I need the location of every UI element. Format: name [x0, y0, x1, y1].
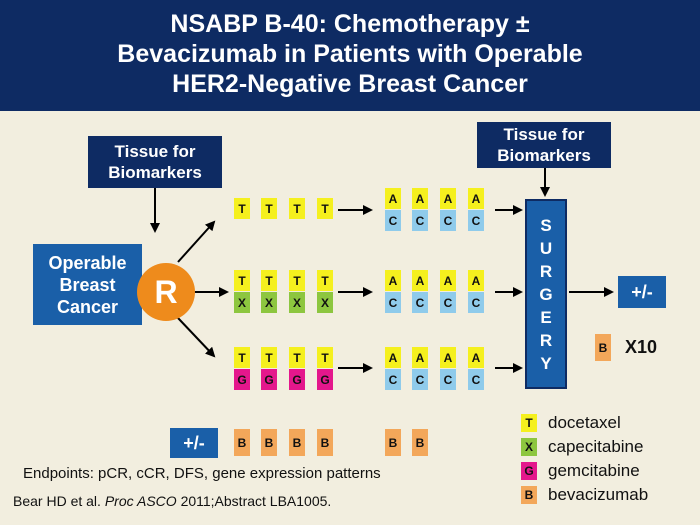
citation-journal: Proc ASCO — [104, 493, 177, 509]
arm2-t-1: T — [234, 270, 250, 291]
arm1-c-3: C — [440, 210, 456, 231]
arm2-c-1: C — [385, 292, 401, 313]
arrow-r-arm1 — [177, 220, 216, 263]
surgery-letter: U — [539, 238, 553, 258]
arm1-t-4: T — [317, 198, 333, 219]
x10-label: X10 — [625, 337, 658, 357]
arm1-t-2: T — [261, 198, 277, 219]
plusminus-bottom-box: +/- — [170, 428, 218, 458]
surgery-letter: S — [540, 215, 552, 235]
arm1-c-1: C — [385, 210, 401, 231]
arm2-a-4: A — [468, 270, 484, 291]
arm3-t-1: T — [234, 347, 250, 368]
tissue-biomarkers-right: Tissue for Biomarkers — [477, 122, 611, 168]
tissue-biomarkers-left: Tissue for Biomarkers — [88, 136, 222, 188]
arm3-t-3: T — [289, 347, 305, 368]
plusminus-right-box: +/- — [618, 276, 666, 308]
legend-swatch: G — [521, 462, 537, 480]
arm1-a-3: A — [440, 188, 456, 209]
arm1-a-1: A — [385, 188, 401, 209]
bev-b-4: B — [317, 429, 333, 456]
arm3-c-2: C — [412, 369, 428, 390]
arm3-c-4: C — [468, 369, 484, 390]
operable-breast-cancer-box: Operable Breast Cancer — [33, 244, 142, 325]
arm2-c-4: C — [468, 292, 484, 313]
arm3-g-2: G — [261, 369, 277, 390]
citation-author: Bear HD et al. — [13, 493, 101, 509]
arm3-a-2: A — [412, 347, 428, 368]
legend-item-docetaxel: T docetaxel — [521, 413, 621, 433]
arm2-t-3: T — [289, 270, 305, 291]
title-banner: NSABP B-40: Chemotherapy ± Bevacizumab i… — [0, 0, 700, 111]
surgery-letter: Y — [540, 353, 552, 373]
arm3-a-4: A — [468, 347, 484, 368]
arm2-a-1: A — [385, 270, 401, 291]
bev-b-1: B — [234, 429, 250, 456]
arm2-c-2: C — [412, 292, 428, 313]
surgery-box: S U R G E R Y — [525, 199, 567, 389]
citation: Bear HD et al. Proc ASCO 2011;Abstract L… — [13, 493, 331, 509]
arm2-x-2: X — [261, 292, 277, 313]
citation-rest: 2011;Abstract LBA1005. — [180, 493, 332, 509]
legend-label: docetaxel — [548, 413, 621, 432]
legend-item-bevacizumab: B bevacizumab — [521, 485, 648, 505]
arm1-t-3: T — [289, 198, 305, 219]
bev-b-5: B — [385, 429, 401, 456]
arm3-t-4: T — [317, 347, 333, 368]
legend-item-gemcitabine: G gemcitabine — [521, 461, 640, 481]
arm3-c-3: C — [440, 369, 456, 390]
surgery-letter: G — [539, 284, 553, 304]
arm2-t-2: T — [261, 270, 277, 291]
arm3-g-1: G — [234, 369, 250, 390]
arm2-t-4: T — [317, 270, 333, 291]
b-x10-square: B — [595, 334, 611, 361]
arm3-a-3: A — [440, 347, 456, 368]
legend-label: capecitabine — [548, 437, 644, 456]
arm1-a-2: A — [412, 188, 428, 209]
arm2-x-1: X — [234, 292, 250, 313]
arm3-t-2: T — [261, 347, 277, 368]
legend-label: gemcitabine — [548, 461, 640, 480]
arm2-x-3: X — [289, 292, 305, 313]
arm2-a-3: A — [440, 270, 456, 291]
randomization-circle: R — [137, 263, 195, 321]
arm1-c-2: C — [412, 210, 428, 231]
title-line-1: NSABP B-40: Chemotherapy ± — [170, 10, 530, 38]
bev-b-6: B — [412, 429, 428, 456]
arm3-c-1: C — [385, 369, 401, 390]
legend-swatch: T — [521, 414, 537, 432]
title-line-2: Bevacizumab in Patients with Operable — [117, 40, 583, 68]
legend-swatch: B — [521, 486, 537, 504]
arrow-r-arm3 — [177, 317, 216, 358]
arm1-c-4: C — [468, 210, 484, 231]
legend-swatch: X — [521, 438, 537, 456]
arm2-a-2: A — [412, 270, 428, 291]
legend-item-capecitabine: X capecitabine — [521, 437, 643, 457]
arm3-g-3: G — [289, 369, 305, 390]
surgery-letter: E — [540, 307, 552, 327]
legend-label: bevacizumab — [548, 485, 649, 504]
arm1-t-1: T — [234, 198, 250, 219]
arm3-a-1: A — [385, 347, 401, 368]
arm3-g-4: G — [317, 369, 333, 390]
bev-b-2: B — [261, 429, 277, 456]
bev-b-3: B — [289, 429, 305, 456]
arm2-x-4: X — [317, 292, 333, 313]
surgery-letter: R — [539, 261, 553, 281]
arm2-c-3: C — [440, 292, 456, 313]
surgery-letter: R — [539, 330, 553, 350]
arm1-a-4: A — [468, 188, 484, 209]
endpoints-text: Endpoints: pCR, cCR, DFS, gene expressio… — [23, 465, 381, 482]
title-line-3: HER2-Negative Breast Cancer — [172, 70, 528, 98]
